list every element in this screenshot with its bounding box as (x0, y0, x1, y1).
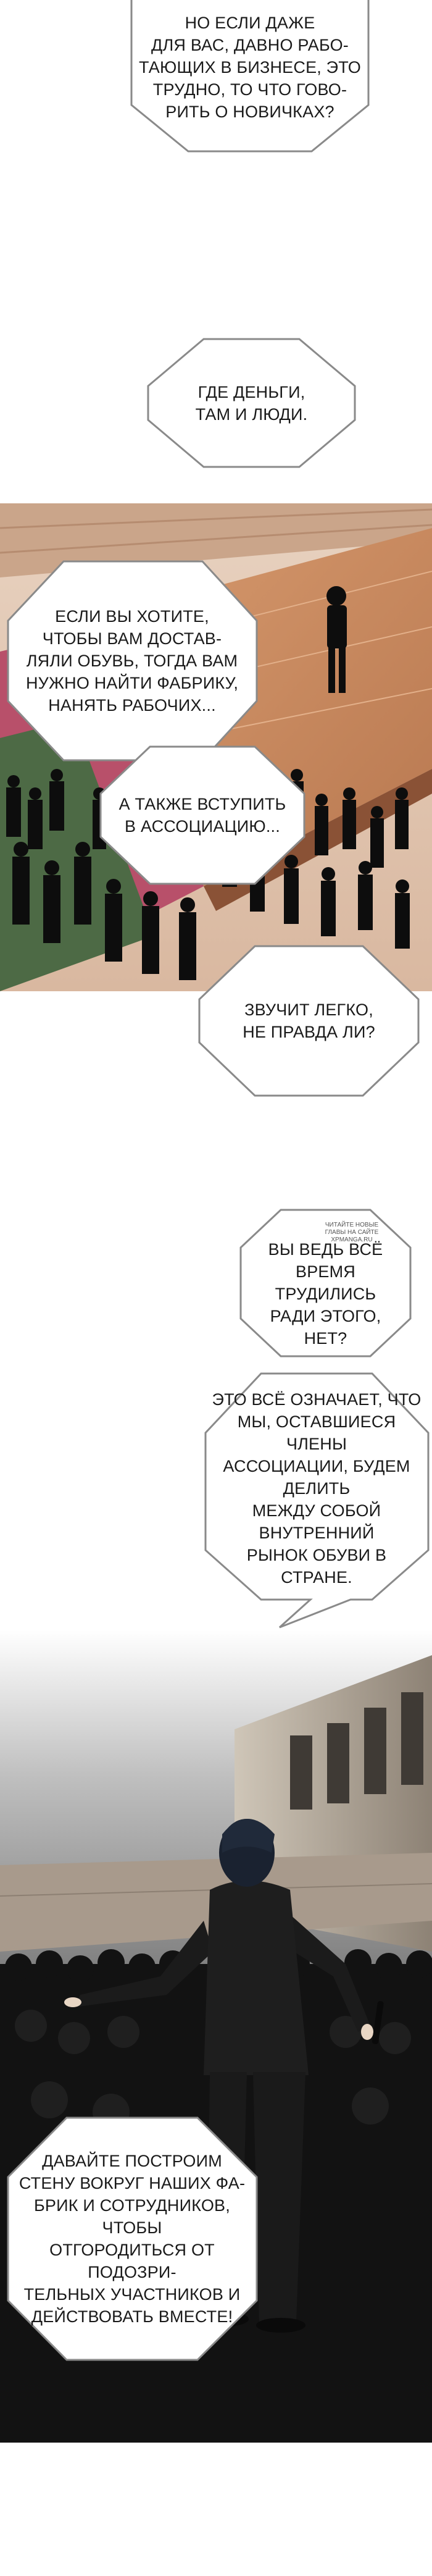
speech-bubble-5-text: ЗВУЧИТ ЛЕГКО, НЕ ПРАВДА ЛИ? (243, 1001, 375, 1041)
speaker-silhouette (326, 586, 347, 693)
speech-bubble-6: ВЫ ВЕДЬ ВСЁ ВРЕМЯ ТРУДИЛИСЬ РАДИ ЭТОГО, … (238, 1207, 413, 1359)
speech-bubble-7: ЭТО ВСЁ ОЗНАЧАЕТ, ЧТО МЫ, ОСТАВШИЕСЯ ЧЛЕ… (202, 1371, 431, 1630)
speech-bubble-4-text: А ТАКЖЕ ВСТУПИТЬ В АССОЦИАЦИЮ... (118, 795, 286, 836)
watermark-text: ЧИТАЙТЕ НОВЫЕ ГЛАВЫ НА САЙТЕ XPMANGA.RU (325, 1222, 379, 1243)
speech-bubble-7-text: ЭТО ВСЁ ОЗНАЧАЕТ, ЧТО МЫ, ОСТАВШИЕСЯ ЧЛЕ… (212, 1390, 422, 1587)
speech-bubble-6-text: ВЫ ВЕДЬ ВСЁ ВРЕМЯ ТРУДИЛИСЬ РАДИ ЭТОГО, … (268, 1240, 383, 1348)
speech-bubble-3-text: ЕСЛИ ВЫ ХОТИТЕ, ЧТОБЫ ВАМ ДОСТАВ- ЛЯЛИ О… (25, 607, 239, 715)
speech-bubble-1-text: НО ЕСЛИ ДАЖЕ ДЛЯ ВАС, ДАВНО РАБО- ТАЮЩИХ… (139, 14, 361, 121)
speech-bubble-1: НО ЕСЛИ ДАЖЕ ДЛЯ ВАС, ДАВНО РАБО- ТАЮЩИХ… (127, 0, 373, 157)
speech-bubble-2-text: ГДЕ ДЕНЬГИ, ТАМ И ЛЮДИ. (195, 382, 308, 424)
speech-bubble-5: ЗВУЧИТ ЛЕГКО, НЕ ПРАВДА ЛИ? (196, 944, 422, 1098)
speech-bubble-8: ДАВАЙТЕ ПОСТРОИМ СТЕНУ ВОКРУГ НАШИХ ФА- … (5, 2115, 259, 2362)
speech-bubble-3: ЕСЛИ ВЫ ХОТИТЕ, ЧТОБЫ ВАМ ДОСТАВ- ЛЯЛИ О… (5, 559, 259, 763)
speech-bubble-2: ГДЕ ДЕНЬГИ, ТАМ И ЛЮДИ. (145, 337, 358, 469)
speech-bubble-4: А ТАКЖЕ ВСТУПИТЬ В АССОЦИАЦИЮ... (98, 744, 307, 886)
speech-bubble-8-text: ДАВАЙТЕ ПОСТРОИМ СТЕНУ ВОКРУГ НАШИХ ФА- … (19, 2152, 246, 2326)
